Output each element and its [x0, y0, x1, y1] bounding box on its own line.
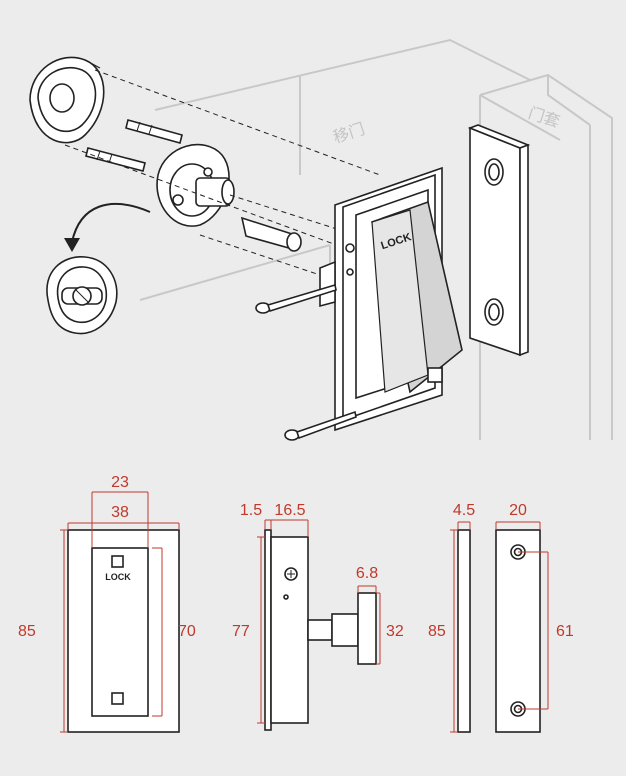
assembly-lines [64, 69, 381, 276]
strike-plate [467, 124, 531, 357]
rotation-arrow-head [64, 238, 80, 252]
door-frame-label: 门套 [526, 103, 562, 131]
strike-hole-spacing-dim: 61 [556, 623, 574, 640]
lock-body: LOCK [319, 166, 463, 432]
rotation-arrow [71, 203, 151, 243]
side-body-height-dim: 77 [232, 623, 250, 640]
knob-back-view [46, 256, 118, 335]
front-height-inner-dim: 70 [178, 623, 196, 640]
sliding-door-label: 移门 [331, 119, 367, 147]
side-view: 1.5 16.5 77 6.8 32 [232, 502, 404, 731]
exploded-view: 移门 门套 [29, 38, 613, 441]
cover-cap [29, 56, 105, 144]
side-knob-diameter-dim: 32 [386, 623, 404, 640]
front-width-inner-dim: 38 [111, 504, 129, 521]
strike-thickness-dim: 4.5 [453, 502, 475, 519]
front-width-outer-dim: 23 [111, 474, 129, 491]
strike-height-dim: 85 [428, 623, 446, 640]
front-height-outer-dim: 85 [18, 623, 36, 640]
side-knob-thickness-dim: 6.8 [356, 565, 378, 582]
side-plate-thickness-dim: 1.5 [240, 502, 262, 519]
front-view: LOCK 23 38 85 70 [18, 474, 196, 733]
wood-screws [255, 283, 357, 441]
front-lock-label: LOCK [105, 572, 131, 582]
spindle [240, 216, 302, 252]
strike-plate-views: 4.5 20 85 61 [428, 502, 574, 733]
strike-width-dim: 20 [509, 502, 527, 519]
side-body-depth-dim: 16.5 [274, 502, 305, 519]
lock-knob [156, 143, 235, 227]
mounting-screws [85, 119, 183, 172]
